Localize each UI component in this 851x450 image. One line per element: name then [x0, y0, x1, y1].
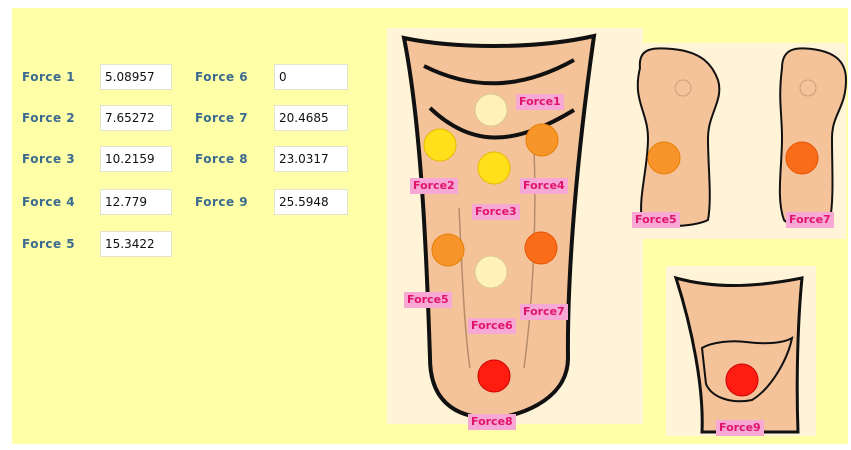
tag-force1: Force1	[516, 94, 564, 110]
sensor-bottom-force9	[726, 364, 758, 396]
tag-side-force5: Force5	[632, 212, 680, 228]
sensor-force5	[432, 234, 464, 266]
tag-side-force7: Force7	[786, 212, 834, 228]
sensor-force2	[424, 129, 456, 161]
sensor-force8	[478, 360, 510, 392]
sensor-side-force5	[648, 142, 680, 174]
tag-force7: Force7	[520, 304, 568, 320]
sensor-diagrams	[12, 8, 848, 444]
tag-force3: Force3	[472, 204, 520, 220]
tag-force8: Force8	[468, 414, 516, 430]
sensor-force3	[478, 152, 510, 184]
sensor-force1	[475, 94, 507, 126]
force-monitor-window: Force 1 5.08957 Force 2 7.65272 Force 3 …	[12, 8, 848, 444]
side-right-outline	[780, 48, 846, 226]
tag-force4: Force4	[520, 178, 568, 194]
sensor-side-force7	[786, 142, 818, 174]
tag-bottom-force9: Force9	[716, 420, 764, 436]
tag-force6: Force6	[468, 318, 516, 334]
sensor-force6	[475, 256, 507, 288]
sensor-force4	[526, 124, 558, 156]
side-left-outline	[638, 48, 720, 226]
tag-force5: Force5	[404, 292, 452, 308]
sensor-force7	[525, 232, 557, 264]
tag-force2: Force2	[410, 178, 458, 194]
